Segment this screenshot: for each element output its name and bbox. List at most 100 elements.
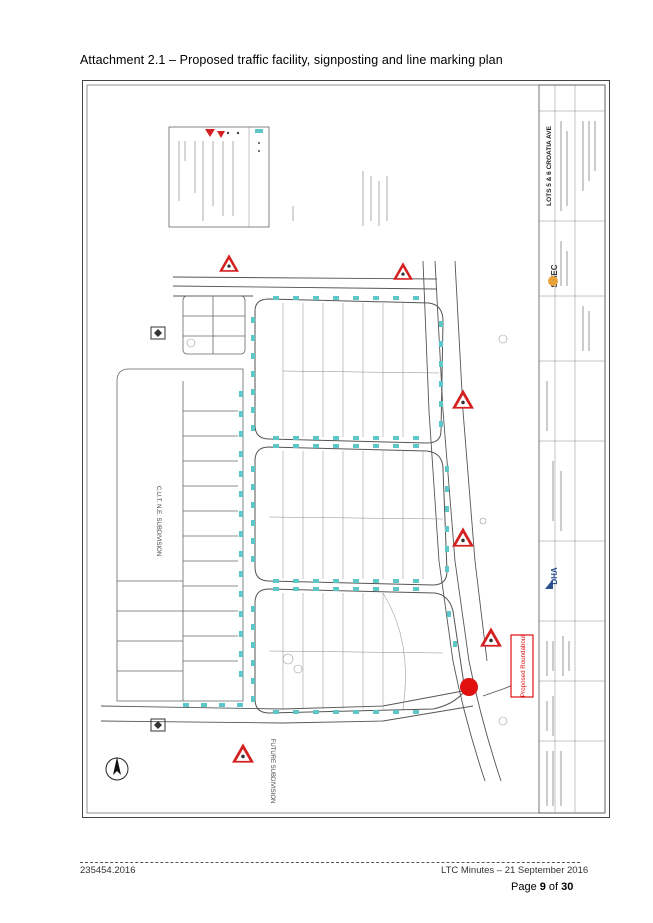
line-marking-tick — [239, 551, 243, 557]
line-marking-tick — [333, 710, 339, 714]
line-marking-tick — [239, 451, 243, 457]
line-marking-tick — [239, 531, 243, 537]
line-marking-tick — [293, 579, 299, 583]
line-marking-tick — [239, 651, 243, 657]
line-marking-tick — [413, 436, 419, 440]
line-marking-tick — [439, 421, 443, 427]
line-marking-tick — [313, 710, 319, 714]
line-marking-tick — [251, 538, 255, 544]
line-marking-tick — [333, 444, 339, 448]
page-total: 30 — [561, 881, 574, 893]
page-title: Attachment 2.1 – Proposed traffic facili… — [80, 53, 503, 67]
line-marking-tick — [239, 491, 243, 497]
client-logo-text: DHA — [550, 567, 559, 585]
line-marking-tick — [239, 591, 243, 597]
line-marking-tick — [447, 611, 451, 617]
line-marking-tick — [373, 579, 379, 583]
line-marking-tick — [353, 579, 359, 583]
line-marking-tick — [273, 587, 279, 591]
line-marking-tick — [251, 606, 255, 612]
line-marking-tick — [239, 611, 243, 617]
company-logo-text: SMEC — [550, 264, 559, 287]
line-marking-tick — [273, 444, 279, 448]
line-marking-tick — [273, 710, 279, 714]
line-marking-tick — [239, 411, 243, 417]
line-marking-tick — [251, 371, 255, 377]
warning-sign-icon — [393, 262, 413, 280]
hold-line-icon — [150, 326, 166, 340]
subdivision-label-left: C.U.T. N.E. SUBDIVISION — [155, 486, 161, 556]
line-marking-tick — [373, 436, 379, 440]
line-marking-group — [183, 296, 457, 714]
line-marking-tick — [219, 703, 225, 707]
line-marking-tick — [373, 444, 379, 448]
line-marking-tick — [251, 484, 255, 490]
line-marking-tick — [251, 696, 255, 702]
line-marking-tick — [439, 381, 443, 387]
trees — [186, 334, 508, 726]
north-arrow-icon — [105, 757, 129, 781]
warning-sign-icon — [480, 627, 502, 647]
footer-meeting-date: LTC Minutes – 21 September 2016 — [441, 865, 589, 876]
line-marking-tick — [251, 642, 255, 648]
bottom-road — [100, 690, 474, 724]
document-reference: 235454.2016 — [80, 865, 136, 876]
proposed-roundabout-callout: Proposed Roundabout — [510, 634, 534, 698]
line-marking-tick — [239, 571, 243, 577]
page-number: Page 9 of 30 — [511, 881, 573, 893]
line-marking-tick — [439, 361, 443, 367]
legend-warning-icon — [205, 129, 215, 137]
line-marking-tick — [251, 425, 255, 431]
street-blocks — [254, 298, 466, 714]
line-marking-tick — [293, 444, 299, 448]
warning-sign-icon — [452, 527, 474, 547]
company-logo-icon — [548, 276, 558, 286]
line-marking-tick — [251, 353, 255, 359]
left-subdivision — [116, 368, 244, 702]
site-plan-svg: LOTS 5 & 6 CROATIA AVE SMEC DHA — [86, 84, 606, 814]
line-marking-tick — [393, 444, 399, 448]
line-marking-tick — [239, 431, 243, 437]
warning-sign-icon — [452, 389, 474, 409]
line-marking-tick — [373, 296, 379, 300]
line-marking-tick — [313, 296, 319, 300]
line-marking-tick — [413, 579, 419, 583]
line-marking-tick — [413, 296, 419, 300]
line-marking-tick — [237, 703, 243, 707]
line-marking-tick — [251, 317, 255, 323]
line-marking-tick — [293, 587, 299, 591]
line-marking-tick — [439, 321, 443, 327]
client-logo-icon — [545, 579, 553, 589]
warning-sign-icon — [219, 254, 239, 272]
legend-line-marking-icon — [255, 129, 263, 133]
line-marking-tick — [239, 391, 243, 397]
line-marking-tick — [445, 526, 449, 532]
line-marking-tick — [413, 444, 419, 448]
line-marking-tick — [373, 710, 379, 714]
line-marking-tick — [373, 587, 379, 591]
line-marking-tick — [313, 444, 319, 448]
line-marking-tick — [251, 660, 255, 666]
line-marking-tick — [251, 502, 255, 508]
line-marking-tick — [353, 436, 359, 440]
line-marking-tick — [313, 579, 319, 583]
line-marking-tick — [239, 631, 243, 637]
line-marking-tick — [251, 678, 255, 684]
line-marking-tick — [273, 296, 279, 300]
line-marking-tick — [273, 579, 279, 583]
line-marking-tick — [251, 624, 255, 630]
line-marking-tick — [445, 506, 449, 512]
line-marking-tick — [445, 466, 449, 472]
line-marking-tick — [333, 296, 339, 300]
line-marking-tick — [333, 436, 339, 440]
line-marking-tick — [251, 407, 255, 413]
warning-signs-group — [219, 254, 502, 763]
line-marking-tick — [445, 486, 449, 492]
top-road — [172, 276, 438, 297]
line-marking-tick — [393, 436, 399, 440]
warning-sign-icon — [232, 743, 254, 763]
line-marking-tick — [393, 296, 399, 300]
lot-lines — [268, 303, 444, 710]
line-marking-tick — [353, 444, 359, 448]
site-plan-drawing: LOTS 5 & 6 CROATIA AVE SMEC DHA — [82, 80, 610, 818]
